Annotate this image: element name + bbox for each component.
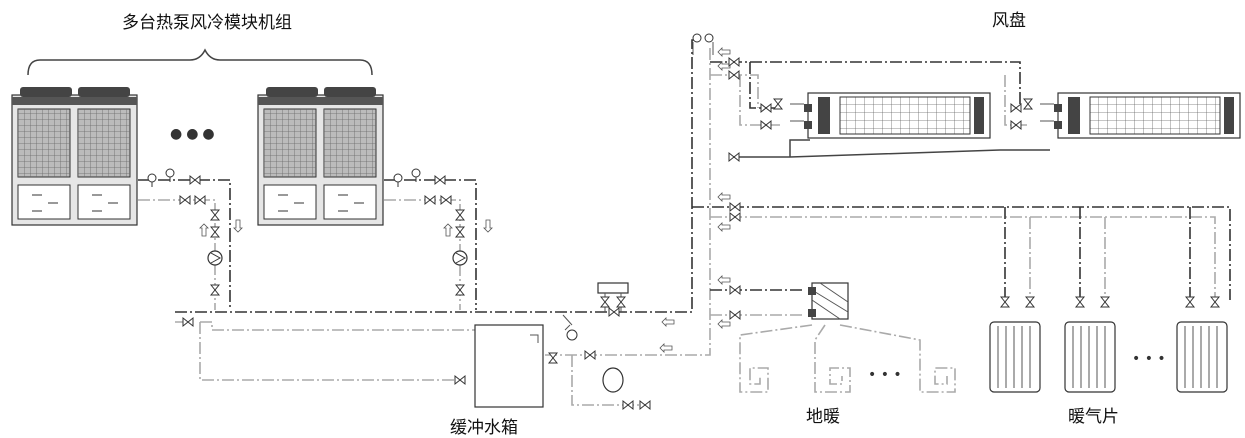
radiators-label: 暖气片 [1068, 407, 1119, 427]
main-headers [175, 39, 711, 381]
radiator-piping [692, 192, 1231, 308]
heat-pump-units-label: 多台热泵风冷模块机组 [122, 13, 292, 33]
fan-coil-piping [710, 47, 1050, 162]
unit-1-piping [138, 168, 243, 310]
radiator-2 [1064, 321, 1116, 393]
floor-ellipsis: • • • [868, 367, 902, 383]
radiator-3 [1176, 321, 1228, 393]
heat-pump-unit-2 [257, 86, 384, 226]
unit-2-piping [384, 168, 493, 310]
fan-coil-unit-1 [790, 92, 991, 139]
radiators-ellipsis: • • • [1132, 351, 1166, 367]
air-separator [597, 282, 629, 312]
heat-pump-unit-1 [11, 86, 138, 226]
riser-instruments [692, 33, 714, 55]
units-brace [27, 48, 373, 76]
fan-coil-unit-2 [1040, 92, 1241, 139]
radiator-1 [989, 321, 1041, 393]
units-ellipsis: ●●● [170, 126, 219, 142]
floor-heating-label: 地暖 [806, 407, 840, 427]
floor-heating-manifold [710, 275, 849, 329]
buffer-tank-label: 缓冲水箱 [450, 418, 518, 438]
fan-coil-label: 风盘 [992, 11, 1026, 31]
buffer-tank [454, 314, 651, 410]
floor-heating-loops [739, 324, 956, 393]
